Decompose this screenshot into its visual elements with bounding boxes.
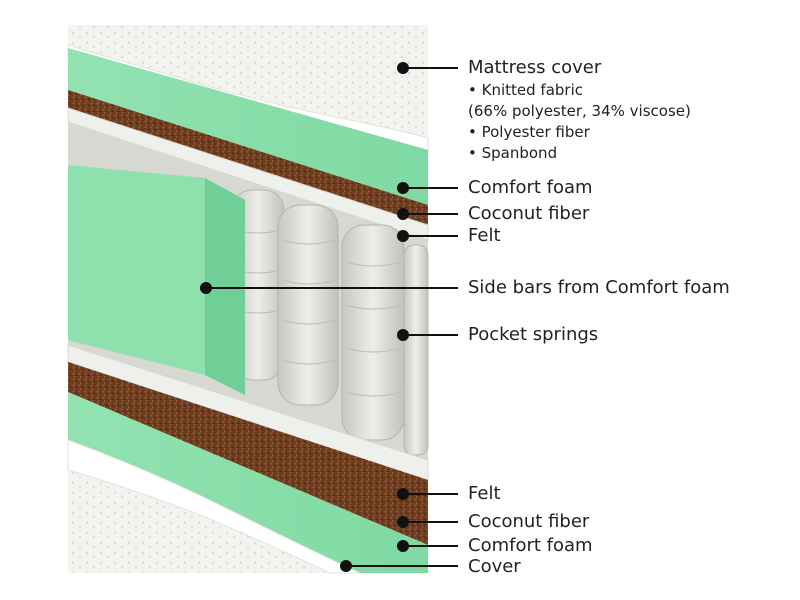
pointer-dot bbox=[397, 182, 409, 194]
pocket-spring bbox=[341, 224, 405, 441]
pointer-dot bbox=[397, 62, 409, 74]
label-felt-bottom: Felt bbox=[468, 483, 501, 504]
pocket-spring bbox=[403, 244, 429, 456]
label-spanbond: • Spanbond bbox=[468, 144, 558, 162]
pointer-dot bbox=[340, 560, 352, 572]
label-felt-top: Felt bbox=[468, 225, 501, 246]
label-coconut-fiber-top: Coconut fiber bbox=[468, 203, 590, 224]
pointer-dot bbox=[397, 516, 409, 528]
polyester-fiber-fluff-bottom bbox=[67, 439, 361, 574]
pocket-springs-group bbox=[231, 189, 429, 456]
side-bar-foam-block bbox=[68, 165, 245, 395]
label-pocket-springs: Pocket springs bbox=[468, 324, 599, 345]
label-side-bars: Side bars from Comfort foam bbox=[468, 277, 730, 298]
label-mattress-cover: Mattress cover bbox=[468, 57, 602, 78]
label-knitted-fabric-detail: (66% polyester, 34% viscose) bbox=[468, 102, 691, 120]
mattress-illustration bbox=[67, 25, 429, 574]
label-comfort-foam-top: Comfort foam bbox=[468, 177, 593, 198]
pointer-dot bbox=[397, 488, 409, 500]
label-polyester-fiber: • Polyester fiber bbox=[468, 123, 590, 141]
comfort-foam-bottom-layer bbox=[68, 392, 428, 573]
pointer-dot bbox=[397, 329, 409, 341]
pointer-lines bbox=[206, 67, 458, 567]
coconut-fiber-bottom-layer bbox=[68, 362, 428, 545]
pointer-dot bbox=[200, 282, 212, 294]
label-knitted-fabric: • Knitted fabric bbox=[468, 81, 583, 99]
coconut-fiber-top-layer bbox=[68, 90, 428, 225]
label-coconut-fiber-bottom: Coconut fiber bbox=[468, 511, 590, 532]
pointer-dot bbox=[397, 208, 409, 220]
label-cover: Cover bbox=[468, 556, 521, 577]
pointer-dots bbox=[200, 62, 409, 572]
pointer-dot bbox=[397, 540, 409, 552]
pointer-dot bbox=[397, 230, 409, 242]
comfort-foam-top-layer bbox=[68, 48, 428, 205]
pocket-spring bbox=[277, 204, 339, 406]
label-comfort-foam-bottom: Comfort foam bbox=[468, 535, 593, 556]
